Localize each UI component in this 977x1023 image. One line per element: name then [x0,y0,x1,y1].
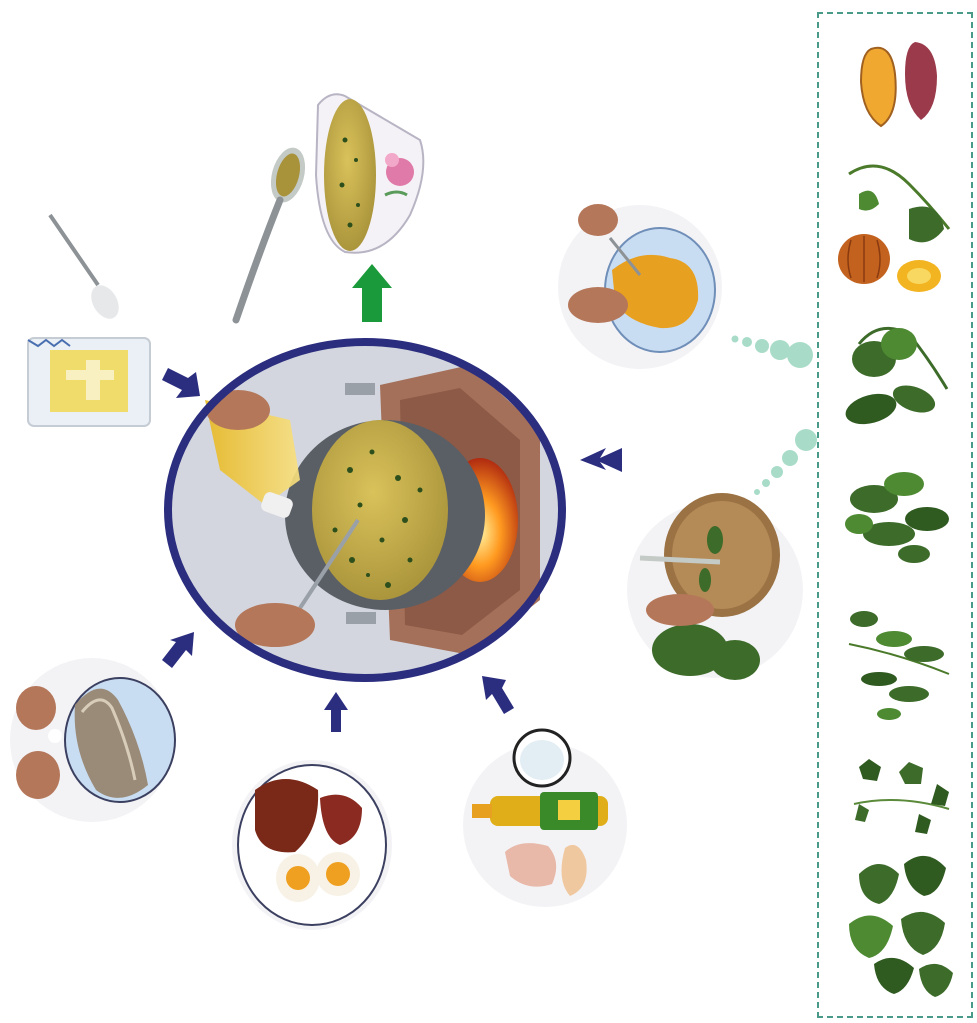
ingredient-panel-art [819,14,971,1016]
pumpkin-icon [838,166,949,292]
fish [10,658,175,822]
mashed-pumpkin [558,204,722,369]
oil-water-meat [463,730,627,907]
porridge-bowl [236,94,423,320]
bowl-spoon-icon [236,94,423,320]
leaf-icon [849,856,953,997]
leaf-icon [854,759,949,834]
input-arrow-oil [482,676,514,714]
ingredient-panel [817,12,973,1018]
leaf-icon [845,472,949,563]
spoon-icon [50,215,124,324]
input-arrow-right [580,448,622,472]
sweet-potato-icon [861,42,937,126]
input-arrow-eggs [324,692,348,732]
cooking-pot-on-stove [168,342,562,678]
chopped-greens [627,493,803,680]
connector-dots [732,336,818,496]
salt-bag [28,215,150,426]
leaf-icon [842,328,947,429]
leaf-icon [849,611,949,720]
output-arrow [352,264,392,322]
salt-bag-icon [28,338,150,426]
egg-plate-icon [238,765,386,925]
input-arrow-salt [162,368,200,398]
liver-and-eggs [232,760,392,930]
input-arrow-fish [162,632,194,668]
